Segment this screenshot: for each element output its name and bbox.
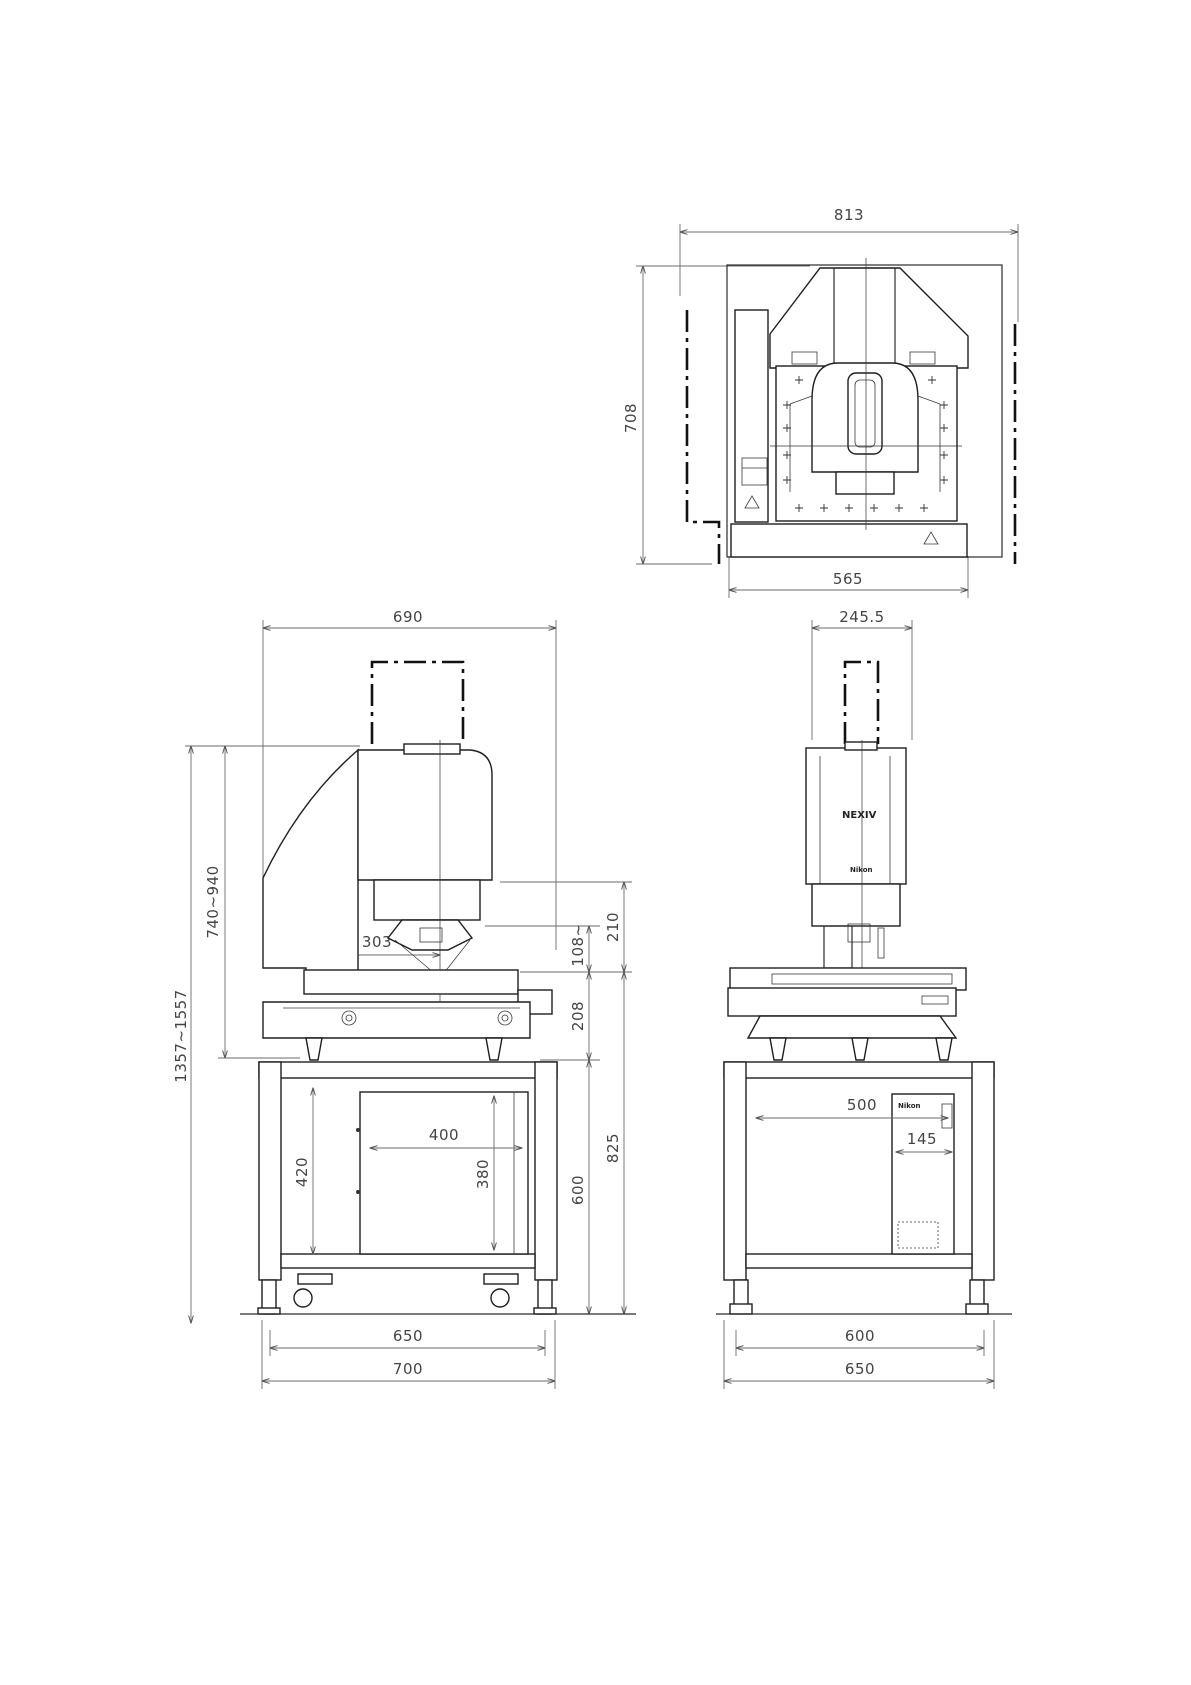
dim-600-front: 600 bbox=[569, 1175, 587, 1205]
top-view: 813 708 565 bbox=[622, 206, 1018, 598]
dim-400: 400 bbox=[429, 1126, 459, 1144]
dim-1357-1557: 1357~1557 bbox=[172, 989, 190, 1082]
dim-813: 813 bbox=[834, 206, 864, 224]
dim-210: 210 bbox=[604, 912, 622, 942]
dim-565: 565 bbox=[833, 570, 863, 588]
dim-690: 690 bbox=[393, 608, 423, 626]
cabinet-maker-label: Nikon bbox=[898, 1102, 921, 1110]
dim-740-940: 740~940 bbox=[204, 865, 222, 938]
dim-420: 420 bbox=[293, 1157, 311, 1187]
dim-245-5: 245.5 bbox=[839, 608, 884, 626]
dim-208: 208 bbox=[569, 1001, 587, 1031]
front-view: 690 1357~1557 740~940 303 108~ 210 208 8… bbox=[172, 608, 636, 1389]
dim-500: 500 bbox=[847, 1096, 877, 1114]
dim-700: 700 bbox=[393, 1360, 423, 1378]
dim-600-side: 600 bbox=[845, 1327, 875, 1345]
maker-label: Nikon bbox=[850, 866, 873, 874]
dim-825: 825 bbox=[604, 1133, 622, 1163]
dim-650-front: 650 bbox=[393, 1327, 423, 1345]
dim-108: 108~ bbox=[569, 923, 587, 966]
dim-145: 145 bbox=[907, 1130, 937, 1148]
dim-708: 708 bbox=[622, 403, 640, 433]
side-view: 245.5 NEXIV Nikon Nikon bbox=[716, 608, 1012, 1389]
dim-380: 380 bbox=[474, 1159, 492, 1189]
brand-label: NEXIV bbox=[842, 810, 877, 821]
dim-650-side: 650 bbox=[845, 1360, 875, 1378]
dim-303: 303 bbox=[362, 933, 392, 951]
